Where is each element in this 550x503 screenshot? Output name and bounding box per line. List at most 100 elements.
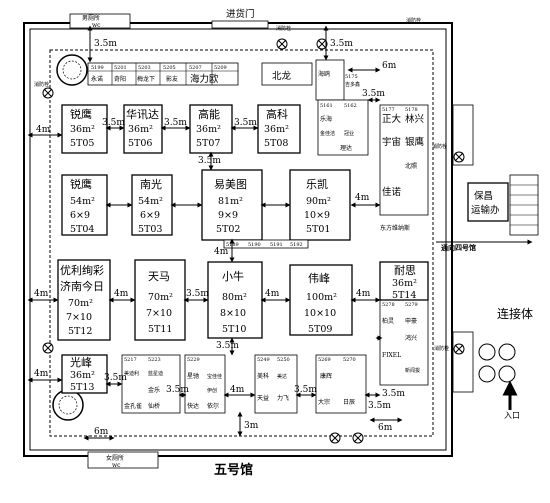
booth-5T14: 耐思 36m² 5T14 xyxy=(379,261,429,301)
svg-text:新闻拔: 新闻拔 xyxy=(405,367,420,374)
svg-text:4m: 4m xyxy=(355,193,370,203)
svg-text:5178: 5178 xyxy=(405,107,418,113)
right-column-booths: 5161 5162 乐海 金佳洁 冠业 理达 5175 吉多鑫 5177 517… xyxy=(317,74,429,232)
svg-text:3.5m: 3.5m xyxy=(216,341,239,351)
svg-text:3.5m: 3.5m xyxy=(166,385,189,395)
svg-text:依尔: 依尔 xyxy=(207,402,219,410)
svg-text:5199: 5199 xyxy=(91,65,104,71)
svg-text:佳诺: 佳诺 xyxy=(382,186,402,198)
booth-5T06: 华讯达 36m² 5T06 xyxy=(123,104,163,154)
svg-text:5T05: 5T05 xyxy=(70,138,94,149)
entrance-label: 进货门 xyxy=(226,8,255,20)
svg-text:消防栓: 消防栓 xyxy=(34,81,49,88)
svg-text:5190: 5190 xyxy=(248,242,261,248)
svg-text:正大: 正大 xyxy=(382,113,402,125)
svg-text:5162: 5162 xyxy=(344,103,357,109)
svg-text:5191: 5191 xyxy=(270,242,283,248)
connector-label: 连接体 xyxy=(497,306,533,321)
svg-text:冠业: 冠业 xyxy=(344,130,354,137)
svg-text:5T06: 5T06 xyxy=(128,138,152,149)
svg-text:4m: 4m xyxy=(230,385,245,395)
svg-text:北龙: 北龙 xyxy=(272,70,292,82)
svg-text:FIXEL: FIXEL xyxy=(382,352,401,359)
svg-text:鸿兴: 鸿兴 xyxy=(405,334,417,342)
svg-text:3m: 3m xyxy=(244,421,259,431)
svg-text:3.5m: 3.5m xyxy=(94,39,117,49)
svg-text:3.5m: 3.5m xyxy=(368,401,391,411)
bottom-row-booths: 5217 5223 美迪利 蓝星迪 金乐 金孔雀 仙桥 5229 星驰 快达 伊… xyxy=(121,354,367,414)
svg-text:理达: 理达 xyxy=(340,144,352,152)
svg-text:5217: 5217 xyxy=(124,357,137,363)
svg-text:3.5m: 3.5m xyxy=(186,289,209,299)
svg-text:4m: 4m xyxy=(36,125,51,135)
svg-text:5T10: 5T10 xyxy=(222,324,246,335)
svg-text:4m: 4m xyxy=(265,289,280,299)
svg-text:36m²: 36m² xyxy=(196,124,221,135)
svg-text:3.5m: 3.5m xyxy=(102,118,125,128)
svg-text:6×9: 6×9 xyxy=(140,210,160,221)
svg-text:海鸥: 海鸥 xyxy=(318,70,330,78)
svg-text:5223: 5223 xyxy=(148,357,161,363)
booth-5T12: 优利绚彩 济南今日 70m² 7×10 5T12 xyxy=(57,259,111,341)
female-restroom-label: 女厕所 xyxy=(106,454,124,462)
svg-text:日辰: 日辰 xyxy=(343,399,355,406)
svg-text:3.5m: 3.5m xyxy=(330,39,353,49)
hydrant-icon xyxy=(42,38,465,444)
svg-text:36m²: 36m² xyxy=(264,124,289,135)
svg-text:5207: 5207 xyxy=(189,65,202,71)
svg-text:5201: 5201 xyxy=(114,65,127,71)
booth-5T05: 锐鹰 36m² 5T05 xyxy=(61,104,108,154)
svg-text:7×10: 7×10 xyxy=(66,312,92,323)
dimension-arrows: 4m 4m 4m 3.5m 3.5m 3.5m 3.5m 4m 4m 3.5m … xyxy=(27,25,405,441)
svg-text:金佳洁: 金佳洁 xyxy=(320,130,335,137)
svg-text:锐鹰: 锐鹰 xyxy=(70,177,92,191)
right-lower-booths: 5278 5279 柏灵 申豪 鸿兴 FIXEL 新闻拔 xyxy=(379,299,429,386)
svg-text:金孔雀: 金孔雀 xyxy=(124,402,142,410)
svg-text:星驰: 星驰 xyxy=(187,372,199,380)
svg-text:5270: 5270 xyxy=(343,357,356,363)
svg-text:吉多鑫: 吉多鑫 xyxy=(345,81,360,88)
svg-text:5T04: 5T04 xyxy=(70,224,94,235)
svg-text:南光: 南光 xyxy=(140,177,162,191)
svg-text:5T11: 5T11 xyxy=(148,324,172,335)
svg-text:梅龙下: 梅龙下 xyxy=(137,75,155,83)
svg-text:5T01: 5T01 xyxy=(306,224,330,235)
svg-text:3.5m: 3.5m xyxy=(164,118,187,128)
svg-text:3.5m: 3.5m xyxy=(234,118,257,128)
baochang-office: 保昌 运输办 xyxy=(467,174,539,236)
svg-text:80m²: 80m² xyxy=(222,292,247,303)
svg-text:36m²: 36m² xyxy=(128,124,153,135)
svg-text:5T08: 5T08 xyxy=(264,138,288,149)
booth-5T11: 天马 70m² 7×10 5T11 xyxy=(134,259,186,341)
svg-text:锐鹰: 锐鹰 xyxy=(70,107,92,121)
svg-text:10×10: 10×10 xyxy=(304,308,336,319)
svg-text:天马: 天马 xyxy=(148,270,170,283)
entrance-top: 进货门 xyxy=(211,8,269,29)
svg-text:54m²: 54m² xyxy=(70,196,95,207)
svg-text:济南今日: 济南今日 xyxy=(60,279,104,293)
svg-text:7×10: 7×10 xyxy=(146,308,172,319)
svg-text:奇阳: 奇阳 xyxy=(114,75,126,83)
svg-text:3.5m: 3.5m xyxy=(382,389,405,399)
entry-label: 入口 xyxy=(504,411,520,420)
svg-text:10×9: 10×9 xyxy=(304,210,330,221)
svg-text:36m²: 36m² xyxy=(70,124,95,135)
svg-text:5205: 5205 xyxy=(163,65,176,71)
svg-text:9×9: 9×9 xyxy=(218,210,238,221)
svg-text:4m: 4m xyxy=(34,369,49,379)
svg-text:高科: 高科 xyxy=(266,107,288,121)
svg-text:银鹰: 银鹰 xyxy=(405,136,425,148)
svg-text:北照: 北照 xyxy=(405,162,417,170)
svg-text:天益: 天益 xyxy=(257,394,269,402)
svg-text:仙桥: 仙桥 xyxy=(148,402,160,410)
svg-text:申豪: 申豪 xyxy=(405,317,417,325)
svg-text:力飞: 力飞 xyxy=(277,394,289,402)
svg-text:金乐: 金乐 xyxy=(148,386,160,394)
svg-text:wc: wc xyxy=(112,462,121,469)
svg-text:东方维纳斯: 东方维纳斯 xyxy=(380,224,410,232)
hall-name: 五号馆 xyxy=(214,462,253,478)
svg-text:90m²: 90m² xyxy=(306,196,331,207)
svg-text:70m²: 70m² xyxy=(68,298,93,309)
svg-text:3.5m: 3.5m xyxy=(198,156,221,166)
svg-text:5279: 5279 xyxy=(405,302,418,308)
